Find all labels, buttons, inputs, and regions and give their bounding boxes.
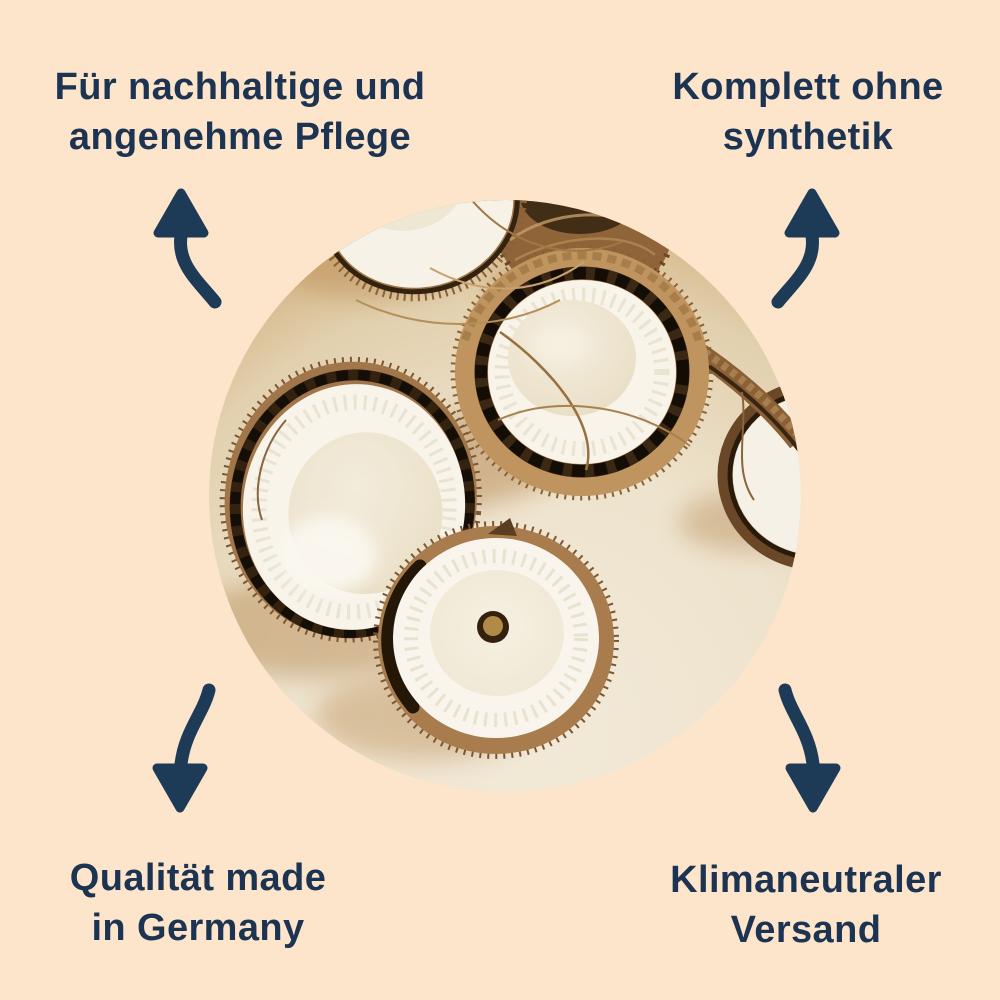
label-bottom-right-line2: Versand (730, 909, 882, 951)
label-bottom-left-line2: in Germany (91, 907, 305, 949)
curved-arrow-down-right-icon (778, 683, 841, 813)
label-top-right-line1: Komplett ohne (672, 66, 944, 108)
label-top-right: Komplett ohne synthetik (618, 62, 998, 162)
label-top-left-line1: Für nachhaltige und (54, 66, 426, 108)
curved-arrow-down-left-icon (152, 683, 216, 813)
curved-arrow-up-left-icon (153, 188, 222, 309)
label-top-left-line2: angenehme Pflege (68, 116, 412, 158)
coconut-half-right-edge (717, 379, 801, 571)
label-bottom-left-line1: Qualität made (69, 857, 327, 899)
coconut-fibers (256, 200, 755, 521)
curved-arrow-up-right-icon (771, 188, 840, 309)
label-top-right-line2: synthetik (722, 116, 894, 158)
coconut-half-upper-right (450, 243, 714, 501)
label-bottom-right: Klimaneutraler Versand (616, 855, 996, 955)
label-bottom-left: Qualität made in Germany (8, 853, 388, 953)
coconut-half-bottom (373, 518, 619, 759)
label-bottom-right-line1: Klimaneutraler (670, 859, 942, 901)
label-top-left: Für nachhaltige und angenehme Pflege (18, 62, 462, 162)
